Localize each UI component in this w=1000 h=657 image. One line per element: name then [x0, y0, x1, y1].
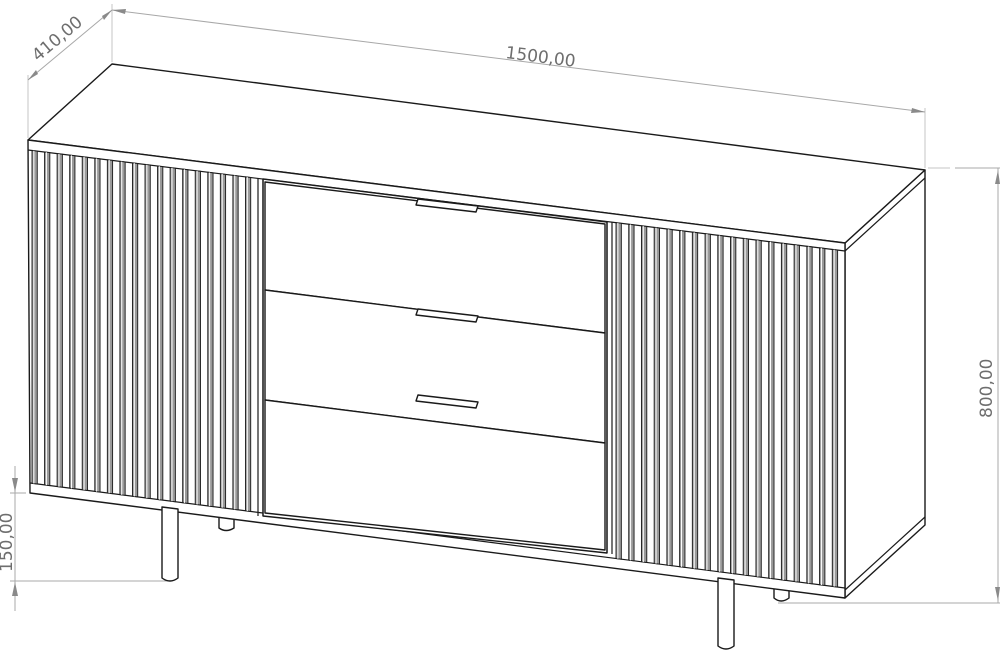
- front-legs: [161, 506, 735, 650]
- flute: [793, 244, 800, 583]
- flute: [106, 159, 114, 495]
- flute: [131, 162, 139, 498]
- leg-height-label: 150,00: [0, 513, 17, 572]
- depth-label: 410,00: [28, 12, 86, 66]
- flute: [144, 163, 151, 500]
- flute: [666, 228, 673, 567]
- flute: [232, 174, 239, 511]
- flute: [819, 247, 826, 586]
- drawer-handle-middle[interactable]: [415, 308, 479, 323]
- flute: [831, 248, 839, 588]
- flute: [640, 225, 648, 563]
- flute: [755, 239, 762, 578]
- width-label: 1500,00: [504, 43, 576, 72]
- flute: [56, 153, 63, 488]
- leg-front-left: [161, 506, 179, 582]
- right-side-panel: [844, 169, 926, 599]
- drawer-handle-bottom[interactable]: [415, 394, 479, 409]
- flute: [780, 242, 788, 582]
- flute: [717, 234, 724, 573]
- left-fluted-door[interactable]: [31, 149, 252, 512]
- flute: [730, 236, 737, 575]
- flute: [691, 231, 699, 570]
- flute: [207, 171, 214, 508]
- flute: [679, 230, 686, 568]
- flute: [94, 157, 101, 493]
- flute: [119, 160, 126, 496]
- flute: [31, 149, 38, 485]
- leg-front-right: [717, 577, 735, 650]
- flute: [653, 226, 660, 565]
- flute: [44, 151, 51, 487]
- flute: [704, 233, 711, 572]
- drawer-bottom[interactable]: [264, 394, 606, 551]
- height-label: 800,00: [977, 359, 997, 418]
- flute: [169, 167, 176, 503]
- flute: [69, 154, 76, 490]
- flute: [182, 168, 189, 504]
- flute: [615, 222, 622, 560]
- flute: [194, 170, 201, 506]
- flute: [81, 156, 88, 491]
- right-fluted-door[interactable]: [615, 222, 839, 588]
- flute: [742, 237, 750, 577]
- leg-height-dimension: 150,00: [0, 466, 168, 611]
- flute: [157, 165, 164, 501]
- height-dimension: 800,00: [778, 167, 1000, 604]
- flute: [768, 241, 775, 580]
- flute: [806, 245, 813, 585]
- drawer-stack: [257, 178, 613, 554]
- flute: [244, 176, 252, 512]
- flute: [219, 173, 227, 509]
- drawer-handle-top[interactable]: [415, 198, 479, 213]
- flute: [628, 223, 635, 562]
